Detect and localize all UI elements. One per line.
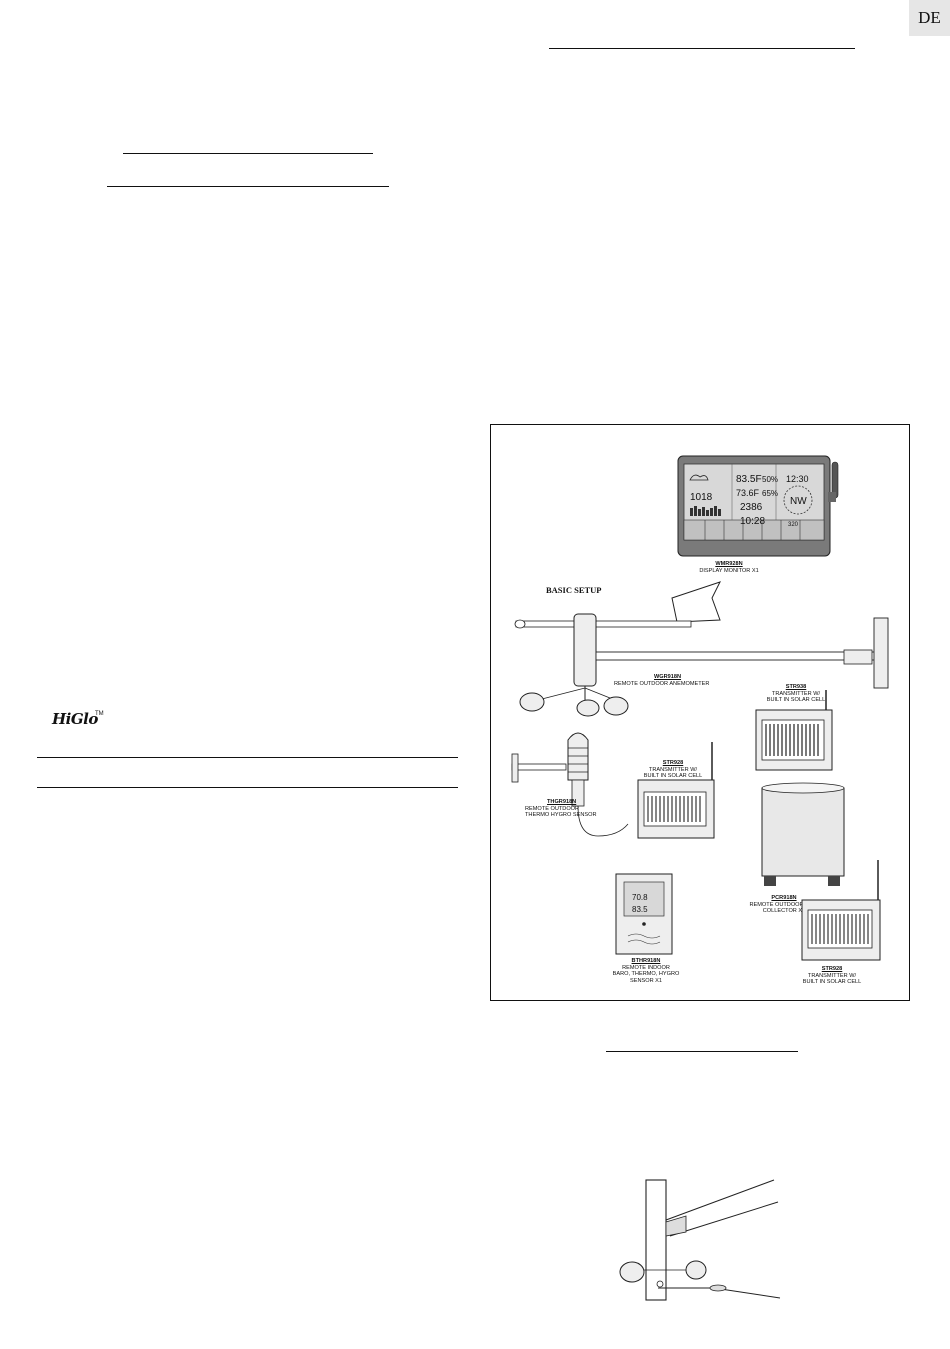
section-rule-left-3 bbox=[37, 757, 458, 758]
heading-rule-left-2 bbox=[107, 186, 389, 187]
transmitter-mid-illustration bbox=[637, 742, 715, 839]
rain-collector-illustration bbox=[761, 782, 845, 886]
higlo-logo: HiGlo bbox=[52, 710, 98, 728]
indoor-sensor-illustration: 70.8 83.5 bbox=[615, 873, 673, 955]
heading-rule-right-top bbox=[549, 48, 855, 49]
figure-heading: BASIC SETUP bbox=[546, 585, 602, 595]
section-rule-left-4 bbox=[37, 787, 458, 788]
transmitter-top-illustration bbox=[755, 690, 833, 771]
lcd-temp-out: 83.5F bbox=[736, 474, 762, 485]
lcd-humidity-in: 65% bbox=[762, 489, 778, 498]
anemometer-label: WGR918N REMOTE OUTDOOR ANEMOMETER bbox=[614, 674, 710, 687]
display-monitor-label: WMR928N DISPLAY MONITOR X1 bbox=[699, 561, 759, 574]
anemometer-detail-illustration bbox=[619, 1179, 781, 1301]
language-tab[interactable]: DE bbox=[909, 0, 950, 36]
indoor-hum-readout: 83.5 bbox=[632, 905, 648, 914]
lcd-baro: 1018 bbox=[690, 492, 713, 503]
language-tab-label: DE bbox=[918, 8, 941, 27]
lcd-rain: 2386 bbox=[740, 502, 763, 513]
heading-rule-right-bottom bbox=[606, 1051, 798, 1052]
lcd-time: 12:30 bbox=[786, 474, 809, 484]
heading-rule-left-1 bbox=[123, 153, 373, 154]
indoor-temp-readout: 70.8 bbox=[632, 893, 648, 902]
thermo-hygro-label: THGR918N REMOTE OUTDOOR THERMO HYGRO SEN… bbox=[525, 799, 597, 819]
transmitter-mid-label: STR928 TRANSMITTER W/ BUILT IN SOLAR CEL… bbox=[643, 760, 703, 780]
higlo-trademark: TM bbox=[95, 711, 104, 717]
transmitter-top-label: STR938 TRANSMITTER W/ BUILT IN SOLAR CEL… bbox=[766, 684, 826, 704]
anemometer-illustration bbox=[514, 581, 889, 717]
rain-collector-label: PCR918N REMOTE OUTDOOR RAIN COLLECTOR x1 bbox=[749, 895, 819, 915]
basic-setup-figure bbox=[490, 424, 910, 1001]
lcd-direction: NW bbox=[790, 496, 807, 507]
lcd-wind: 320 bbox=[788, 522, 799, 528]
thermo-hygro-illustration bbox=[511, 732, 629, 837]
lcd-clock: 10:28 bbox=[740, 516, 765, 527]
transmitter-bottom-label: STR928 TRANSMITTER W/ BUILT IN SOLAR CEL… bbox=[802, 966, 862, 986]
lcd-bargraph bbox=[690, 506, 721, 516]
indoor-sensor-label: BTHR918N REMOTE INDOOR BARO, THERMO, HYG… bbox=[612, 958, 680, 984]
transmitter-bottom-illustration bbox=[801, 860, 881, 961]
lcd-temp-in: 73.6F bbox=[736, 488, 760, 498]
display-monitor-illustration: 83.5F 50% 12:30 1018 73.6F 65% NW 2386 1… bbox=[677, 455, 839, 557]
lcd-humidity-out: 50% bbox=[762, 475, 778, 484]
